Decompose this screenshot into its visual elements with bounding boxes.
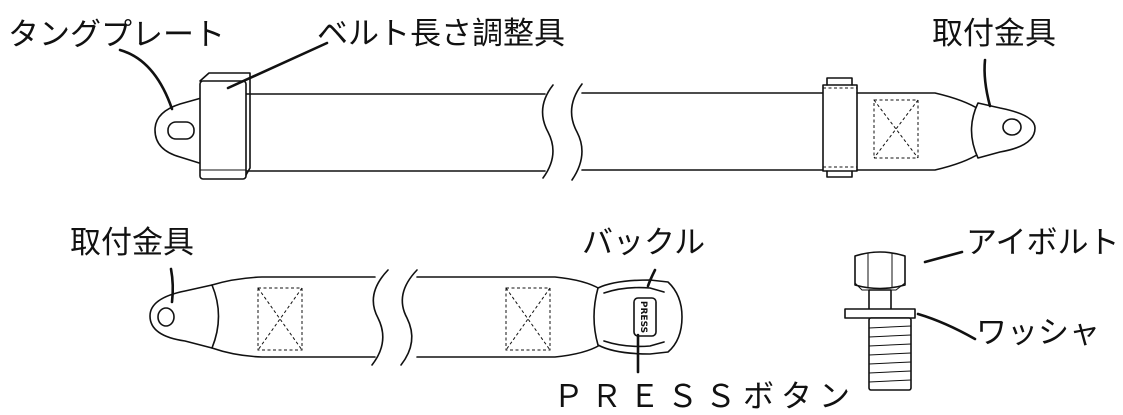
lower-anchor-hole [157,307,175,327]
label-anchor-bottom: 取付金具 [70,225,194,261]
leader-lines [118,41,992,374]
eye-bolt-thread [868,317,912,391]
eye-bolt-head [854,251,906,290]
label-buckle: バックル [582,225,705,261]
belt-adjuster [199,72,251,180]
press-button[interactable] [633,297,657,337]
lower-anchor-bracket [149,284,220,349]
label-belt-adjuster: ベルト長さ調整具 [317,16,565,52]
label-tongue-plate: タングプレート [8,17,225,53]
upper-anchor-hole [1002,118,1022,136]
belt-webbing-left [244,93,546,172]
leader-anchor-top [983,58,992,108]
belt-webbing-right [581,92,826,171]
leader-tongue-plate [118,48,174,111]
belt-break-mark-1 [541,84,554,179]
label-anchor-top: 取付金具 [932,16,1056,52]
label-eye-bolt: アイボルト [966,225,1119,261]
lower-belt-webbing-left [211,276,376,358]
lower-belt-break-mark-1 [371,269,389,366]
upper-belt-assembly [154,72,1036,181]
lower-belt-webbing-right [416,276,601,358]
leader-eye-bolt [923,250,964,264]
leader-anchor-bottom [169,267,175,304]
press-button-text: PRESS [638,301,648,333]
lower-belt-break-mark-2 [400,269,418,366]
leader-belt-adjuster [226,41,329,90]
label-press-button: ＰＲＥＳＳボタン [553,379,857,415]
lower-belt-assembly: PRESS [149,269,683,366]
tongue-plate-slot [167,121,195,140]
leader-buckle [646,268,657,288]
washer [844,308,916,319]
eye-bolt [844,251,916,391]
label-washer: ワッシャ [976,315,1100,351]
belt-break-mark-2 [570,83,583,181]
leader-washer [916,312,977,341]
upper-sewing-area [822,77,981,178]
